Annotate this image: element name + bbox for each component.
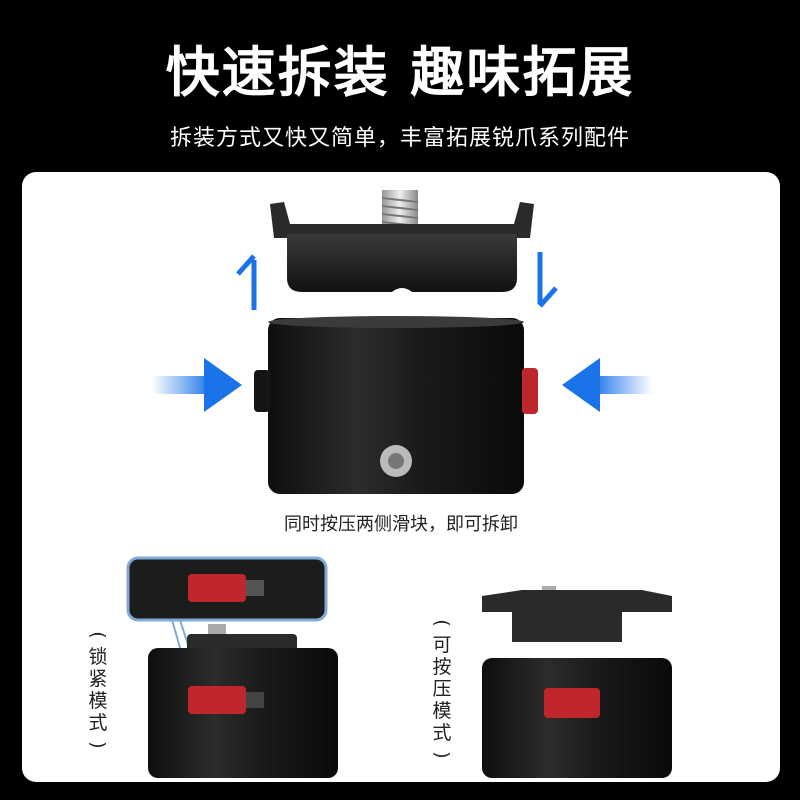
press-mode-product: [482, 586, 672, 778]
page-title: 快速拆装 趣味拓展: [165, 41, 635, 104]
product-panel: 同时按压两侧滑块，即可拆卸 (锁紧模式) (可按压模式): [22, 172, 780, 782]
locked-mode-label: (锁紧模式): [87, 631, 109, 749]
press-instruction: 同时按压两侧滑块，即可拆卸: [284, 514, 518, 535]
locked-mode-product: [148, 624, 338, 778]
arrow-left-icon: [562, 358, 652, 412]
press-mode-label: (可按压模式): [431, 619, 453, 759]
quick-release-plate: [270, 202, 534, 292]
product-illustration: [126, 190, 672, 778]
clamp-base-body: [254, 316, 538, 494]
page-subtitle: 拆装方式又快又简单，丰富拓展锐爪系列配件: [169, 126, 630, 151]
arrow-up-icon: [236, 254, 257, 310]
arrow-right-icon: [152, 358, 242, 412]
arrow-down-icon: [537, 252, 558, 308]
